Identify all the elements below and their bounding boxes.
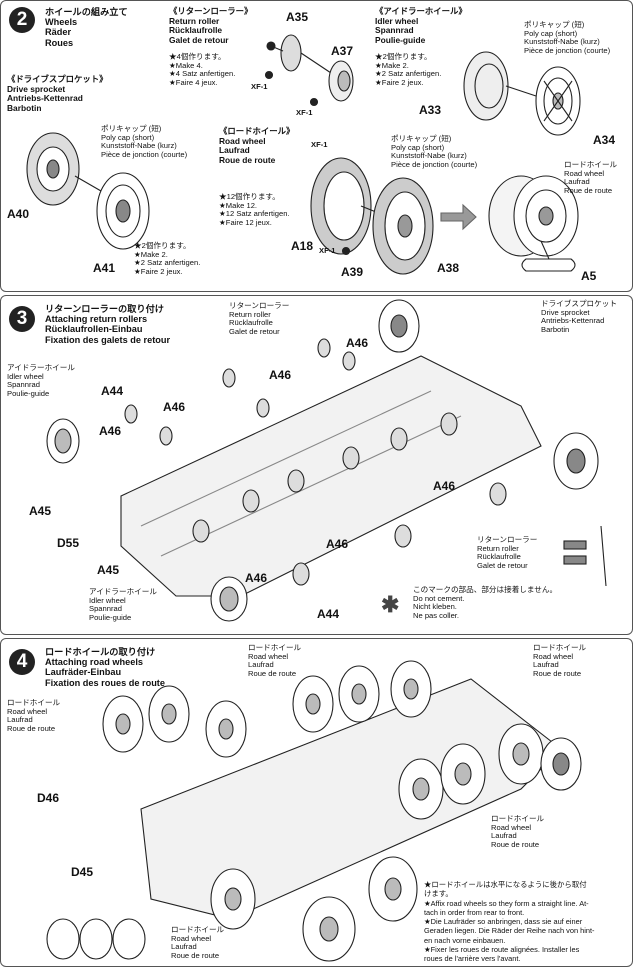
part-label: A46 [346, 336, 369, 350]
part-label: A18 [291, 239, 314, 253]
road-wheel-polycap-note: ポリキャップ (短)Poly cap (short)Kunststoff-Nab… [391, 134, 478, 169]
paint-label: XF-1 [251, 82, 268, 91]
idler-wheel-make-note: ★2個作ります。★Make 2.★2 Satz anfertigen.★Fair… [375, 52, 442, 87]
part-label: A46 [163, 400, 186, 414]
part-label: A35 [286, 10, 309, 24]
part-label: A45 [29, 504, 52, 518]
step-2-illustration [26, 34, 581, 275]
part-label: A5 [581, 269, 597, 283]
part-label: A44 [101, 384, 124, 398]
step-4-illustration [46, 660, 582, 962]
return-roller-make-note: ★4個作ります。★Make 4.★4 Satz anfertigen.★Fair… [169, 52, 236, 87]
sprocket-polycap-note: ポリキャップ (短)Poly cap (short)Kunststoff-Nab… [101, 124, 188, 159]
sprocket-make-note: ★2個作ります。★Make 2.★2 Satz anfertigen.★Fair… [134, 241, 201, 276]
part-label: A46 [99, 424, 122, 438]
part-label: D55 [57, 536, 80, 550]
step-number: 2 [9, 7, 35, 33]
no-cement-note: このマークの部品、部分は接着しません。Do not cement.Nicht k… [413, 585, 558, 620]
idler-polycap-note: ポリキャップ (短)Poly cap (short)Kunststoff-Nab… [524, 20, 611, 55]
part-label: A45 [97, 563, 120, 577]
alignment-note: ★ロードホイールは水平になるように後から取付けます。★Affix road wh… [424, 880, 595, 964]
road-wheel-make-note: ★12個作ります。★Make 12.★12 Satz anfertigen.★F… [219, 192, 290, 227]
part-label: A41 [93, 261, 116, 275]
part-label: A46 [326, 537, 349, 551]
part-label: D46 [37, 791, 60, 805]
part-label: A33 [419, 103, 442, 117]
paint-label: XF-1 [296, 108, 313, 117]
part-label: A46 [433, 479, 456, 493]
part-label: A44 [317, 607, 340, 621]
part-label: A39 [341, 265, 364, 279]
step-number: 4 [9, 649, 35, 675]
no-cement-icon: ✱ [381, 592, 400, 617]
part-label: A34 [593, 133, 616, 147]
step-3-illustration [46, 299, 607, 622]
paint-label: XF-1 [311, 140, 328, 149]
part-label: A46 [269, 368, 292, 382]
part-label: A40 [7, 207, 30, 221]
part-label: A37 [331, 44, 354, 58]
part-label: A46 [245, 571, 268, 585]
part-label: D45 [71, 865, 94, 879]
part-label: A38 [437, 261, 460, 275]
paint-label: XF-1 [319, 246, 336, 255]
step-number: 3 [9, 306, 35, 332]
